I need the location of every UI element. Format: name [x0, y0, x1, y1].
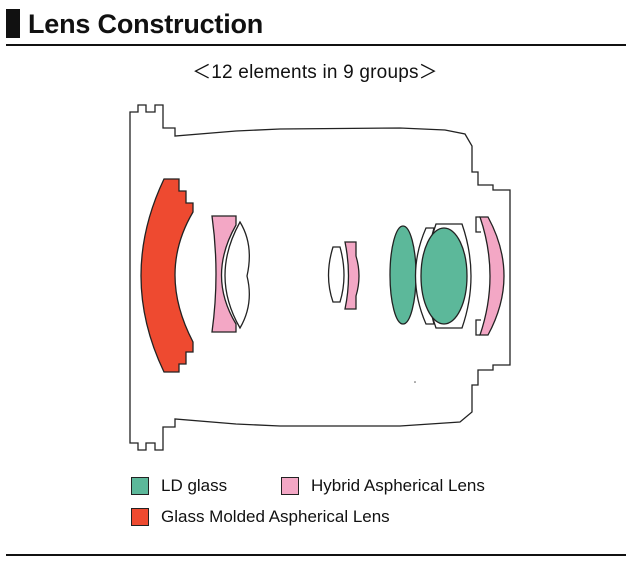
lens-element-rear-flange	[475, 216, 481, 336]
page-title: Lens Construction	[28, 9, 264, 39]
lens-construction-diagram	[129, 104, 511, 451]
title-marker	[6, 9, 20, 38]
lens-element-clear-meniscus	[224, 220, 250, 330]
green-swatch-icon	[131, 477, 149, 495]
lens-element-hybrid-aspherical-front	[211, 215, 237, 333]
bottom-divider	[6, 554, 626, 556]
lens-element-ld-glass-2	[420, 227, 468, 325]
lens-element-glass-molded-aspherical	[140, 178, 194, 373]
pink-swatch-icon	[281, 477, 299, 495]
red-swatch-icon	[131, 508, 149, 526]
legend-label: Hybrid Aspherical Lens	[311, 476, 485, 495]
lens-element-hybrid-aspherical-rear	[479, 216, 505, 336]
lens-element-hybrid-aspherical-middle	[344, 241, 360, 310]
lens-barrel-outline	[129, 104, 511, 451]
legend-label: Glass Molded Aspherical Lens	[161, 507, 390, 526]
diagram-subtitle: ＜12 elements in 9 groups＞	[192, 62, 438, 83]
top-divider	[6, 44, 626, 46]
lens-element-ld-glass-1	[389, 225, 417, 325]
legend-label: LD glass	[161, 476, 228, 495]
diagram-dot	[414, 381, 416, 383]
lens-element-small-clear	[327, 246, 345, 303]
section-header: Lens Construction	[6, 4, 626, 46]
